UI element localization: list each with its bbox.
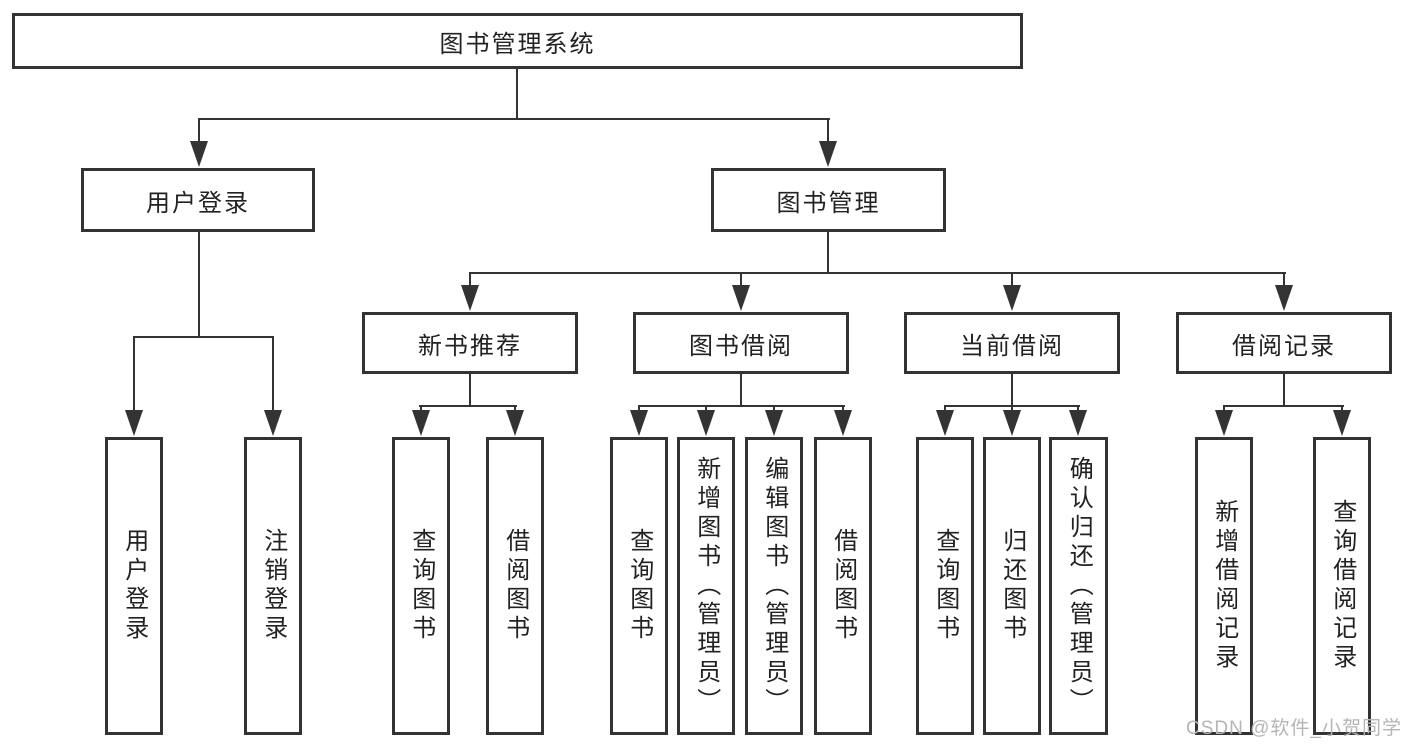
arrow-down-icon [1215,410,1233,436]
node-leaf-logout: 注销登录 [244,437,302,735]
node-leaf-bb-borrow-books: 借阅图书 [814,437,872,735]
connector-line [1283,272,1285,287]
arrow-down-icon [125,410,143,436]
node-leaf-cb-query-books-label: 查询图书 [931,528,959,644]
node-root-label: 图书管理系统 [439,30,596,58]
node-leaf-bb-borrow-books-label: 借阅图书 [829,528,857,644]
node-leaf-bb-add-books: 新增图书（管理员） [677,437,735,735]
arrow-down-icon [1275,285,1293,311]
connector-line [740,272,742,287]
connector-line [705,405,707,413]
connector-line [419,405,517,407]
node-leaf-br-query-record-label: 查询借阅记录 [1328,499,1356,673]
connector-line [272,336,274,412]
arrow-down-icon [732,285,750,311]
connector-line [198,232,200,337]
arrow-down-icon [461,285,479,311]
arrow-down-icon [697,410,715,436]
connector-line [469,374,471,406]
node-leaf-br-add-record-label: 新增借阅记录 [1210,499,1238,673]
node-current-borrowing-label: 当前借阅 [960,332,1064,360]
connector-line [842,405,844,413]
node-book-borrowing-label: 图书借阅 [689,332,793,360]
node-book-management: 图书管理 [711,168,946,232]
node-leaf-user-login-label: 用户登录 [120,528,148,644]
node-leaf-cb-confirm-return-label: 确认归还（管理员） [1065,455,1093,717]
connector-line [1341,405,1343,413]
node-user-login: 用户登录 [81,168,315,232]
node-leaf-cb-return-books: 归还图书 [983,437,1041,735]
connector-line [420,405,422,413]
node-new-book-recommend-label: 新书推荐 [418,332,522,360]
connector-line [133,336,135,412]
node-book-borrowing: 图书借阅 [633,312,849,374]
connector-line [638,405,640,413]
connector-line [1283,374,1285,406]
node-leaf-logout-label: 注销登录 [259,528,287,644]
watermark: CSDN @软件_小贺同学 [1186,718,1402,739]
connector-line [827,232,829,273]
connector-line [773,405,775,413]
arrow-down-icon [765,410,783,436]
connector-line [469,272,471,287]
node-leaf-bb-add-books-label: 新增图书（管理员） [692,455,720,717]
node-new-book-recommend: 新书推荐 [362,312,578,374]
arrow-down-icon [1069,410,1087,436]
node-leaf-br-add-record: 新增借阅记录 [1195,437,1253,735]
node-leaf-bb-edit-books-label: 编辑图书（管理员） [760,455,788,717]
node-user-login-label: 用户登录 [146,189,250,217]
arrow-down-icon [506,410,524,436]
node-borrowing-records-label: 借阅记录 [1232,332,1336,360]
connector-line [740,374,742,406]
node-root: 图书管理系统 [12,13,1023,69]
connector-line [1011,405,1013,413]
connector-line [469,272,1286,274]
node-leaf-nb-borrow-books: 借阅图书 [486,437,544,735]
arrow-down-icon [1333,410,1351,436]
arrow-down-icon [190,141,208,167]
connector-line [198,118,200,144]
arrow-down-icon [1003,410,1021,436]
node-book-management-label: 图书管理 [776,189,881,217]
arrow-down-icon [630,410,648,436]
connector-line [638,405,845,407]
arrow-down-icon [1003,285,1021,311]
arrow-down-icon [264,410,282,436]
node-leaf-nb-query-books: 查询图书 [392,437,450,735]
node-leaf-nb-borrow-books-label: 借阅图书 [501,528,529,644]
arrow-down-icon [936,410,954,436]
node-current-borrowing: 当前借阅 [904,312,1120,374]
node-leaf-bb-query-books: 查询图书 [610,437,668,735]
node-leaf-cb-confirm-return: 确认归还（管理员） [1049,437,1108,735]
node-leaf-bb-query-books-label: 查询图书 [625,528,653,644]
arrow-down-icon [819,141,837,167]
connector-line [198,118,830,120]
connector-line [516,69,518,118]
connector-line [514,405,516,413]
node-leaf-user-login: 用户登录 [105,437,163,735]
connector-line [133,336,274,338]
node-leaf-cb-query-books: 查询图书 [916,437,974,735]
connector-line [1077,405,1079,413]
node-leaf-bb-edit-books: 编辑图书（管理员） [745,437,803,735]
node-leaf-br-query-record: 查询借阅记录 [1313,437,1371,735]
connector-line [1223,405,1344,407]
connector-line [1011,272,1013,287]
node-leaf-nb-query-books-label: 查询图书 [407,528,435,644]
connector-line [1223,405,1225,413]
connector-line [1011,374,1013,406]
connector-line [944,405,946,413]
connector-line [827,118,829,144]
node-leaf-cb-return-books-label: 归还图书 [998,528,1026,644]
node-borrowing-records: 借阅记录 [1176,312,1392,374]
arrow-down-icon [834,410,852,436]
arrow-down-icon [412,410,430,436]
